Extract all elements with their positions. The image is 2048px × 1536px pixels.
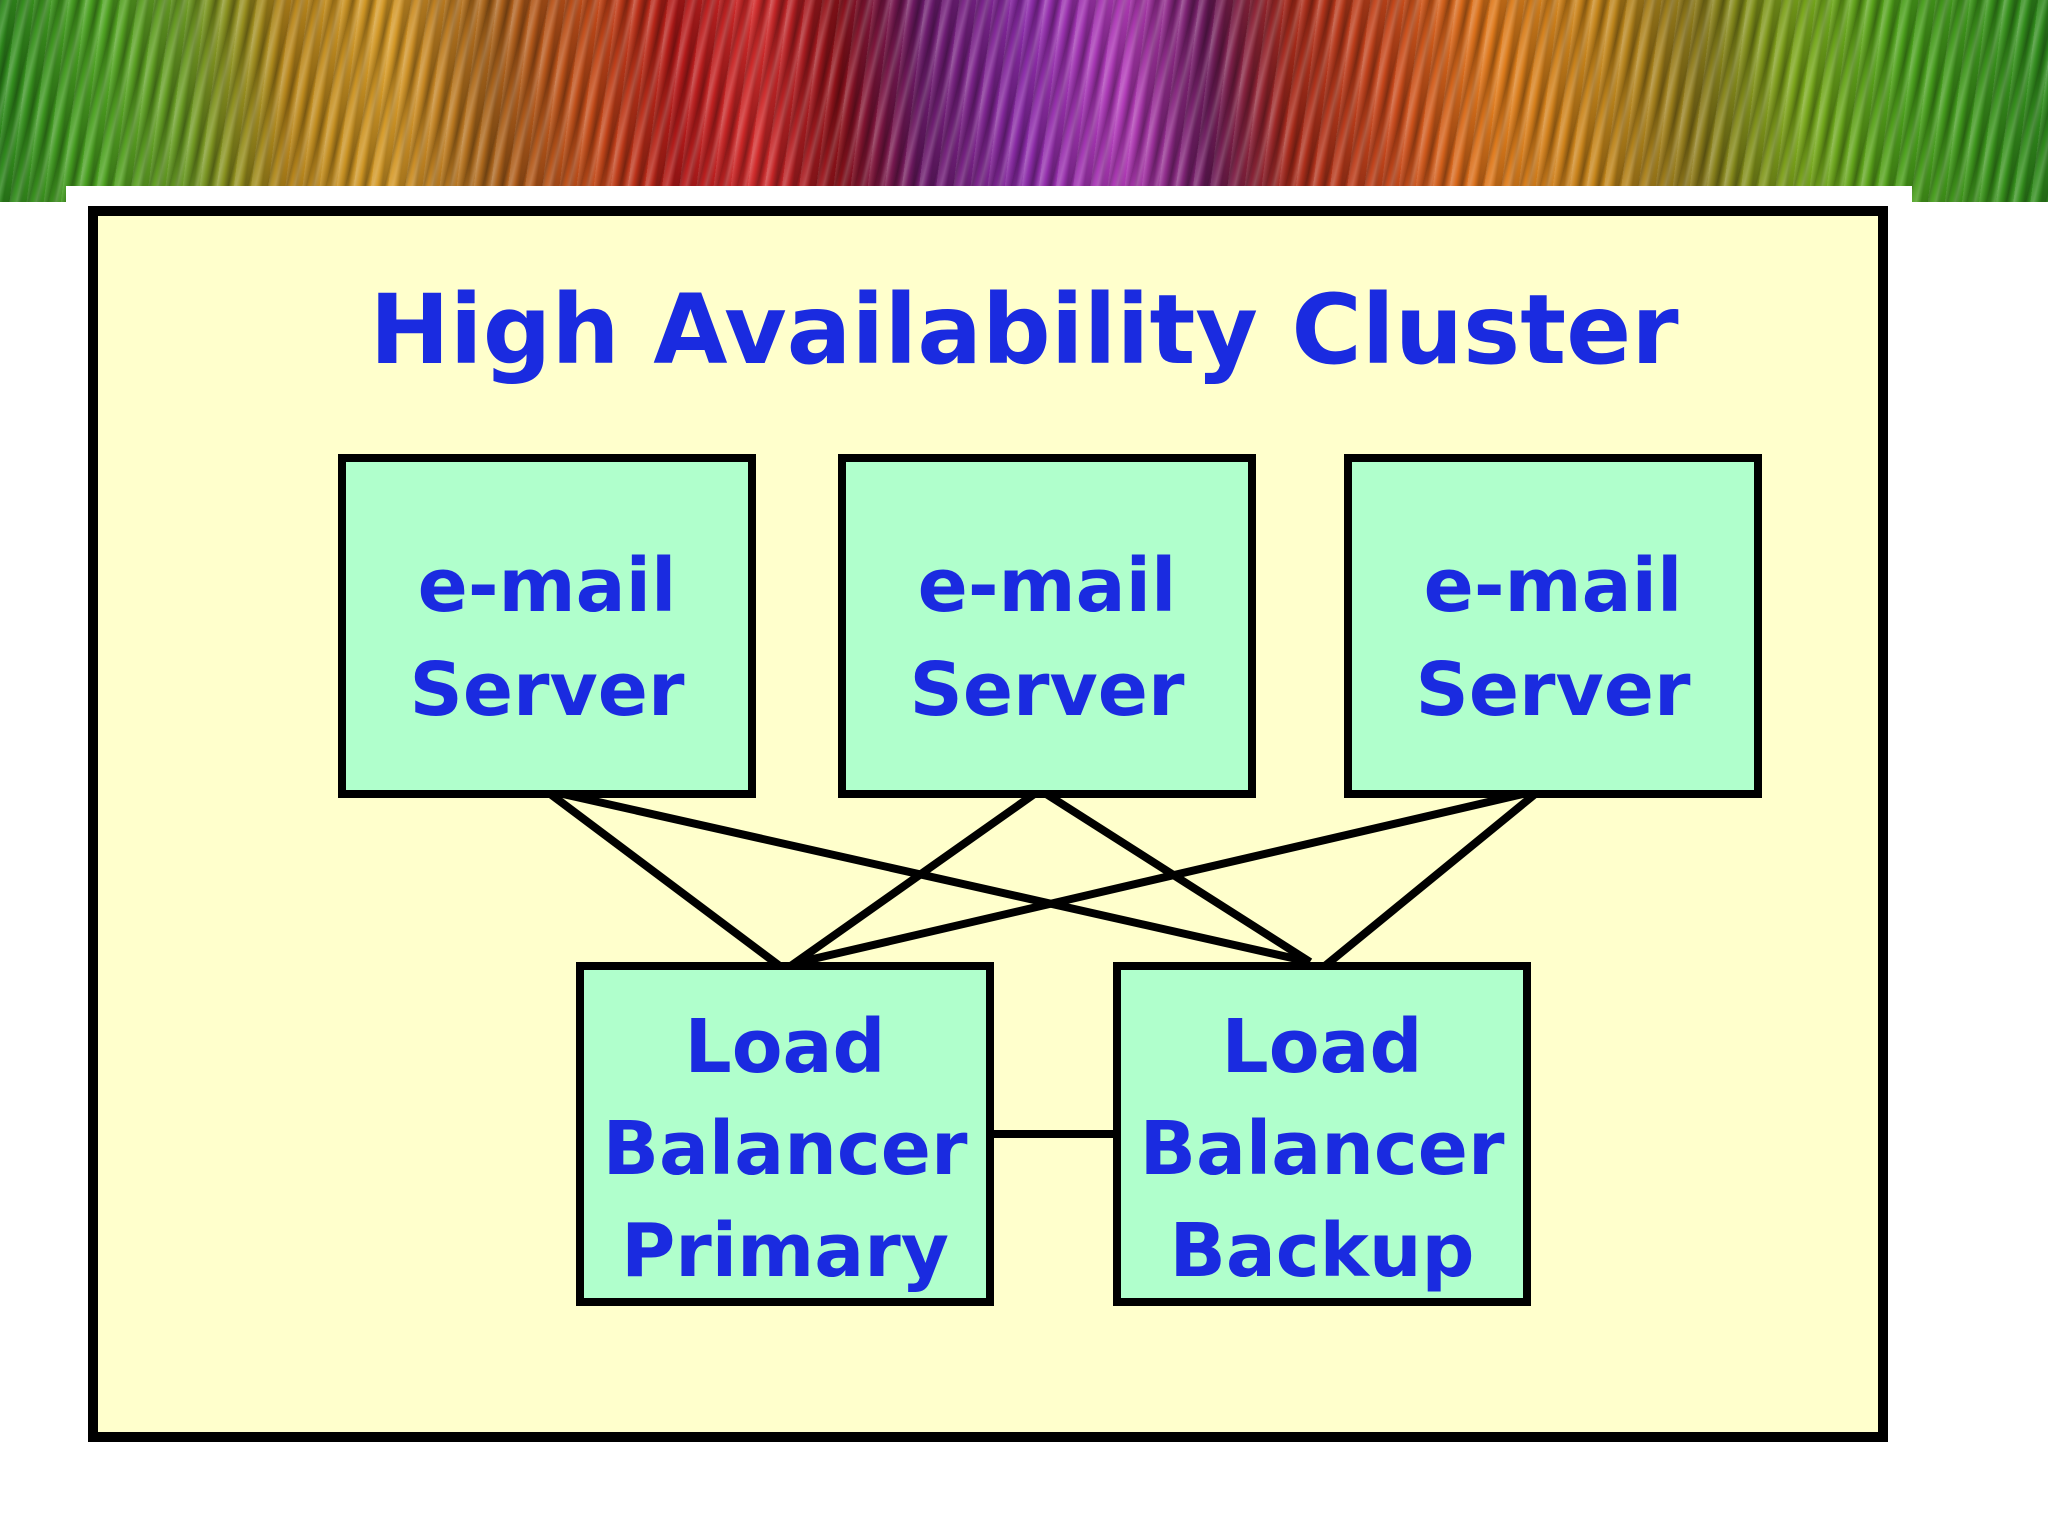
link-server-2-primary [782, 786, 1043, 974]
lb-label-line2: Balancer [602, 1106, 968, 1192]
link-server-3-backup [1317, 786, 1543, 974]
lb-label-line1: Load [684, 1004, 886, 1090]
server-label-line1: e-mail [417, 543, 677, 629]
link-server-1-backup [544, 786, 1311, 966]
lb-label-line3: Backup [1169, 1208, 1475, 1294]
link-server-1-primary [542, 786, 788, 974]
load-balancer-primary: Load Balancer Primary [576, 962, 994, 1306]
lb-label-line1: Load [1221, 1004, 1423, 1090]
lb-label-line3: Primary [621, 1208, 949, 1294]
email-server-2: e-mail Server [838, 454, 1256, 798]
load-balancer-backup: Load Balancer Backup [1113, 962, 1531, 1306]
server-label-line2: Server [1415, 647, 1691, 733]
diagram-title: High Availability Cluster [369, 274, 1679, 386]
email-server-1: e-mail Server [338, 454, 756, 798]
server-label-line1: e-mail [1423, 543, 1683, 629]
link-server-3-primary [799, 786, 1541, 966]
banner-divider [66, 186, 1912, 206]
server-label-line2: Server [909, 647, 1185, 733]
decorative-banner [0, 0, 2048, 202]
email-server-3: e-mail Server [1344, 454, 1762, 798]
right-margin [1912, 202, 2048, 1536]
lb-label-line2: Balancer [1139, 1106, 1505, 1192]
server-label-line1: e-mail [917, 543, 1177, 629]
server-label-line2: Server [409, 647, 685, 733]
